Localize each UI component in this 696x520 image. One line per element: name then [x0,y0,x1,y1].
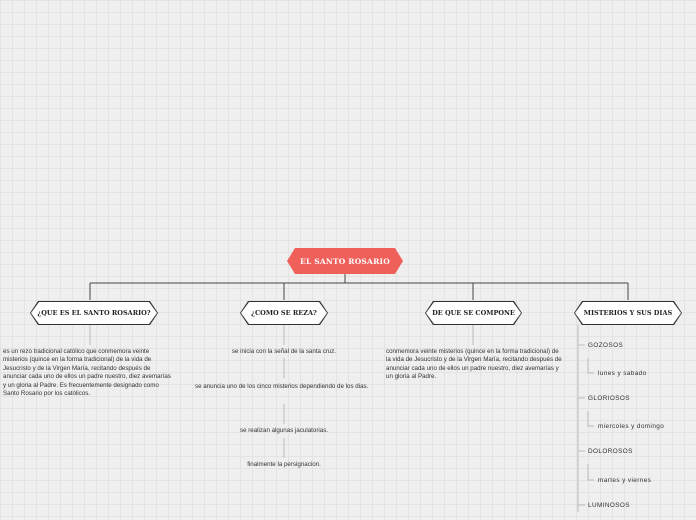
misterio-luminosos[interactable]: LUMINOSOS [588,502,630,509]
branch-que-es-title: ¿QUE ES EL SANTO ROSARIO? [37,309,151,317]
root-node-el-santo-rosario[interactable]: EL SANTO ROSARIO [287,248,403,274]
step-persignacion: finalmente la persignacion. [247,461,321,468]
compone-description: conmemora veinte misterios (quince en la… [386,348,562,381]
branch-de-que-se-compone-title: DE QUE SE COMPONE [432,309,515,317]
branch-como-se-reza-title: ¿COMO SE REZA? [251,309,317,317]
root-node-title: EL SANTO ROSARIO [300,256,390,266]
dias-gloriosos[interactable]: miercoles y domingo [598,423,665,430]
que-es-description: es un rezo tradicional católico que conm… [3,348,171,398]
branch-misterios-y-sus-dias[interactable]: MISTERIOS Y SUS DIAS [574,301,682,325]
misterio-dolorosos[interactable]: DOLOROSOS [588,448,633,455]
branch-que-es[interactable]: ¿QUE ES EL SANTO ROSARIO? [30,301,158,325]
misterio-gozosos[interactable]: GOZOSOS [588,342,624,349]
step-announce-mystery: se anuncia uno de los cinco misterios de… [195,383,369,390]
step-sign-of-cross: se inicia con la señal de la santa cruz. [231,348,337,355]
misterio-gloriosos[interactable]: GLORIOSOS [588,395,630,402]
branch-de-que-se-compone[interactable]: DE QUE SE COMPONE [425,301,522,325]
dias-gozosos[interactable]: lunes y sabado [598,370,647,377]
branch-misterios-title: MISTERIOS Y SUS DIAS [583,309,673,317]
branch-como-se-reza[interactable]: ¿COMO SE REZA? [240,301,328,325]
dias-dolorosos[interactable]: martes y viernes [598,477,652,484]
step-jaculatorias: se realizan algunas jaculatorias. [239,427,329,434]
